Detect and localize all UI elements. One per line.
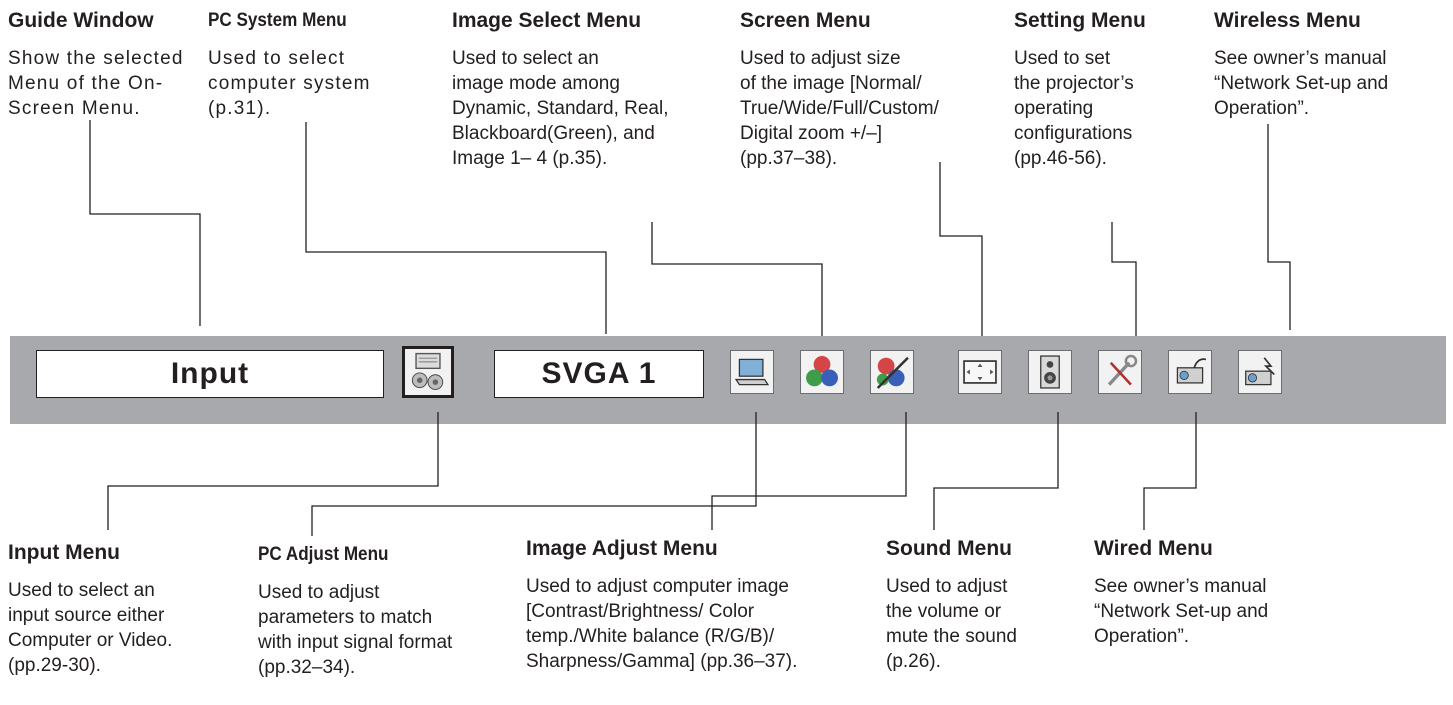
guide-window-text: Input (170, 357, 250, 390)
leader-line-input (107, 412, 439, 530)
guide-window-callout: Guide Window Show the selected Menu of t… (8, 8, 218, 121)
callout-title: Sound Menu (886, 537, 1012, 560)
callout-description: Used to adjust parameters to match with … (258, 582, 453, 678)
callout-description: Used to set the projector’s operating co… (1014, 48, 1134, 169)
screen-menu-callout: Screen Menu Used to adjust size of the i… (740, 8, 980, 171)
leader-line-guide-window (89, 120, 201, 326)
leader-line-wireless (1267, 124, 1291, 330)
pc-adjust-menu-icon[interactable] (730, 350, 774, 394)
pc-adjust-menu-callout: PC Adjust Menu Used to adjust parameters… (258, 542, 498, 680)
leader-line-wired (1143, 412, 1197, 530)
pc-system-display[interactable]: SVGA 1 (494, 350, 704, 398)
callout-title: Wireless Menu (1214, 9, 1361, 32)
callout-title: Image Select Menu (452, 9, 642, 32)
callout-title: PC System Menu (208, 10, 347, 31)
guide-window: Input (36, 350, 384, 398)
input-menu-callout: Input Menu Used to select an input sourc… (8, 540, 208, 678)
input-menu-icon[interactable] (402, 346, 454, 398)
callout-description: Used to adjust computer image [Contrast/… (526, 576, 798, 672)
leader-line-screen (939, 162, 983, 336)
pc-system-menu-callout: PC System Menu Used to select computer s… (208, 8, 438, 121)
screen-menu-icon[interactable] (958, 350, 1002, 394)
image-adjust-menu-icon[interactable] (870, 350, 914, 394)
callout-title: Screen Menu (740, 9, 871, 32)
wired-menu-icon[interactable] (1168, 350, 1212, 394)
setting-menu-callout: Setting Menu Used to set the projector’s… (1014, 8, 1194, 171)
sound-menu-icon[interactable] (1028, 350, 1072, 394)
callout-title: Input Menu (8, 541, 120, 564)
callout-description: Used to adjust size of the image [Normal… (740, 48, 939, 169)
callout-description: Used to select an image mode among Dynam… (452, 48, 669, 169)
sound-menu-callout: Sound Menu Used to adjust the volume or … (886, 536, 1066, 674)
callout-title: Guide Window (8, 9, 154, 32)
pc-system-text: SVGA 1 (541, 357, 657, 390)
callout-description: Show the selected Menu of the On- Screen… (8, 48, 184, 119)
callout-title: PC Adjust Menu (258, 544, 389, 565)
leader-line-image-select (651, 222, 823, 336)
callout-title: Wired Menu (1094, 537, 1213, 560)
setting-menu-icon[interactable] (1098, 350, 1142, 394)
image-adjust-menu-callout: Image Adjust Menu Used to adjust compute… (526, 536, 876, 674)
callout-description: Used to adjust the volume or mute the so… (886, 576, 1017, 672)
wired-menu-callout: Wired Menu See owner’s manual “Network S… (1094, 536, 1324, 649)
callout-description: See owner’s manual “Network Set-up and O… (1214, 48, 1389, 119)
callout-description: Used to select an input source either Co… (8, 580, 173, 676)
leader-line-sound (933, 412, 1059, 530)
callout-title: Image Adjust Menu (526, 537, 718, 560)
image-select-menu-icon[interactable] (800, 350, 844, 394)
callout-description: See owner’s manual “Network Set-up and O… (1094, 576, 1269, 647)
callout-title: Setting Menu (1014, 9, 1146, 32)
leader-line-pc-adjust (311, 412, 757, 536)
leader-line-image-adjust (711, 412, 907, 530)
callout-description: Used to select computer system (p.31). (208, 46, 438, 121)
wireless-menu-icon[interactable] (1238, 350, 1282, 394)
image-select-menu-callout: Image Select Menu Used to select an imag… (452, 8, 712, 171)
leader-line-setting (1111, 222, 1137, 336)
wireless-menu-callout: Wireless Menu See owner’s manual “Networ… (1214, 8, 1450, 121)
